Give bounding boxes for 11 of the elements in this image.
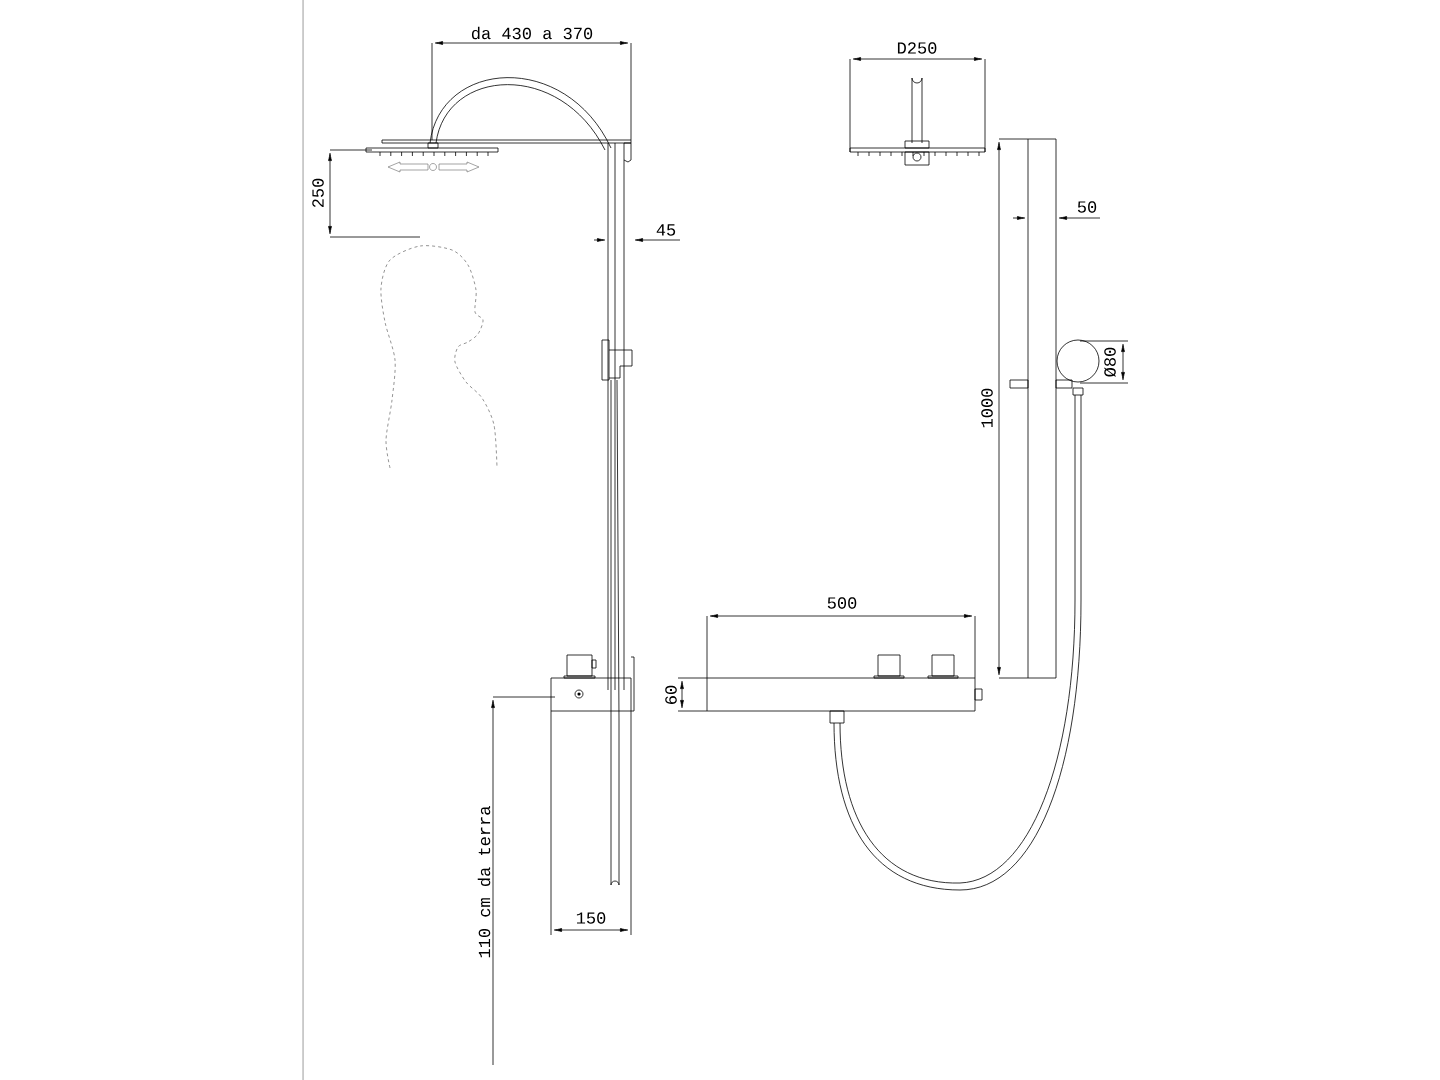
dimension-label: 150 (576, 912, 606, 924)
dimension-label: 45 (656, 224, 676, 236)
dimension-label: 110 cm da terra (477, 806, 491, 958)
dimension-label: 50 (1077, 201, 1097, 213)
dimension-label: 1000 (981, 388, 993, 428)
dimension-label: Ø80 (1104, 347, 1116, 377)
dimension-label: da 430 a 370 (471, 26, 593, 40)
dimension-label: 500 (827, 597, 857, 609)
dimension-label: D250 (897, 42, 937, 54)
dimension-label: 250 (312, 178, 324, 208)
dimension-label: 60 (665, 685, 677, 704)
